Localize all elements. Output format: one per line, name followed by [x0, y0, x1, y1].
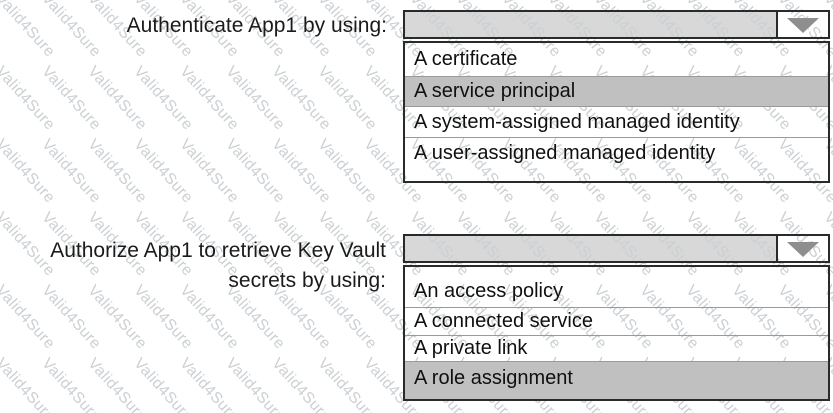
- watermark-text: Valid4Sure: [268, 136, 335, 207]
- watermark-text: Valid4Sure: [268, 355, 335, 413]
- watermark-text: Valid4Sure: [84, 63, 151, 134]
- dropdown-1-selected-value[interactable]: [405, 12, 776, 37]
- watermark-text: Valid4Sure: [176, 63, 243, 134]
- chevron-down-icon: [787, 242, 819, 257]
- watermark-text: Valid4Sure: [84, 136, 151, 207]
- watermark-text: Valid4Sure: [0, 136, 59, 207]
- question-1-label: Authenticate App1 by using:: [0, 11, 387, 41]
- watermark-text: Valid4Sure: [176, 355, 243, 413]
- dropdown-2-selected-value[interactable]: [405, 236, 776, 261]
- watermark-text: Valid4Sure: [314, 63, 381, 134]
- watermark-text: Valid4Sure: [0, 63, 59, 134]
- dropdown-1-option-system-assigned-identity[interactable]: A system-assigned managed identity: [405, 107, 828, 138]
- dropdown-2[interactable]: [403, 234, 830, 263]
- dropdown-2-option-connected-service[interactable]: A connected service: [405, 308, 828, 336]
- question-2-label-line: Authorize App1 to retrieve Key Vault: [50, 239, 386, 262]
- question-2-label-line: secrets by using:: [228, 269, 386, 292]
- watermark-text: Valid4Sure: [130, 63, 197, 134]
- dropdown-2-option-access-policy[interactable]: An access policy: [405, 267, 828, 308]
- watermark-text: Valid4Sure: [268, 63, 335, 134]
- watermark-text: Valid4Sure: [38, 355, 105, 413]
- watermark-text: Valid4Sure: [222, 136, 289, 207]
- watermark-text: Valid4Sure: [314, 355, 381, 413]
- dropdown-2-option-role-assignment[interactable]: A role assignment: [405, 362, 828, 399]
- watermark-text: Valid4Sure: [38, 63, 105, 134]
- dropdown-2-option-list: An access policy A connected service A p…: [403, 265, 830, 401]
- dropdown-1[interactable]: [403, 10, 830, 39]
- watermark-text: Valid4Sure: [84, 355, 151, 413]
- dropdown-1-option-service-principal[interactable]: A service principal: [405, 77, 828, 107]
- dropdown-1-option-user-assigned-identity[interactable]: A user-assigned managed identity: [405, 138, 828, 181]
- watermark-text: Valid4Sure: [130, 355, 197, 413]
- watermark-text: Valid4Sure: [222, 63, 289, 134]
- watermark-text: Valid4Sure: [38, 136, 105, 207]
- watermark-text: Valid4Sure: [0, 355, 59, 413]
- question-2-label: Authorize App1 to retrieve Key Vault sec…: [0, 236, 386, 296]
- chevron-down-icon: [787, 18, 819, 33]
- watermark-text: Valid4Sure: [130, 136, 197, 207]
- dropdown-2-option-private-link[interactable]: A private link: [405, 336, 828, 362]
- dropdown-1-option-certificate[interactable]: A certificate: [405, 43, 828, 77]
- watermark-text: Valid4Sure: [314, 136, 381, 207]
- dropdown-2-arrow-button[interactable]: [776, 236, 828, 261]
- dropdown-1-arrow-button[interactable]: [776, 12, 828, 37]
- dropdown-1-option-list: A certificate A service principal A syst…: [403, 41, 830, 183]
- watermark-text: Valid4Sure: [176, 136, 243, 207]
- watermark-text: Valid4Sure: [222, 355, 289, 413]
- question-1-label-line: Authenticate App1 by using:: [126, 14, 387, 37]
